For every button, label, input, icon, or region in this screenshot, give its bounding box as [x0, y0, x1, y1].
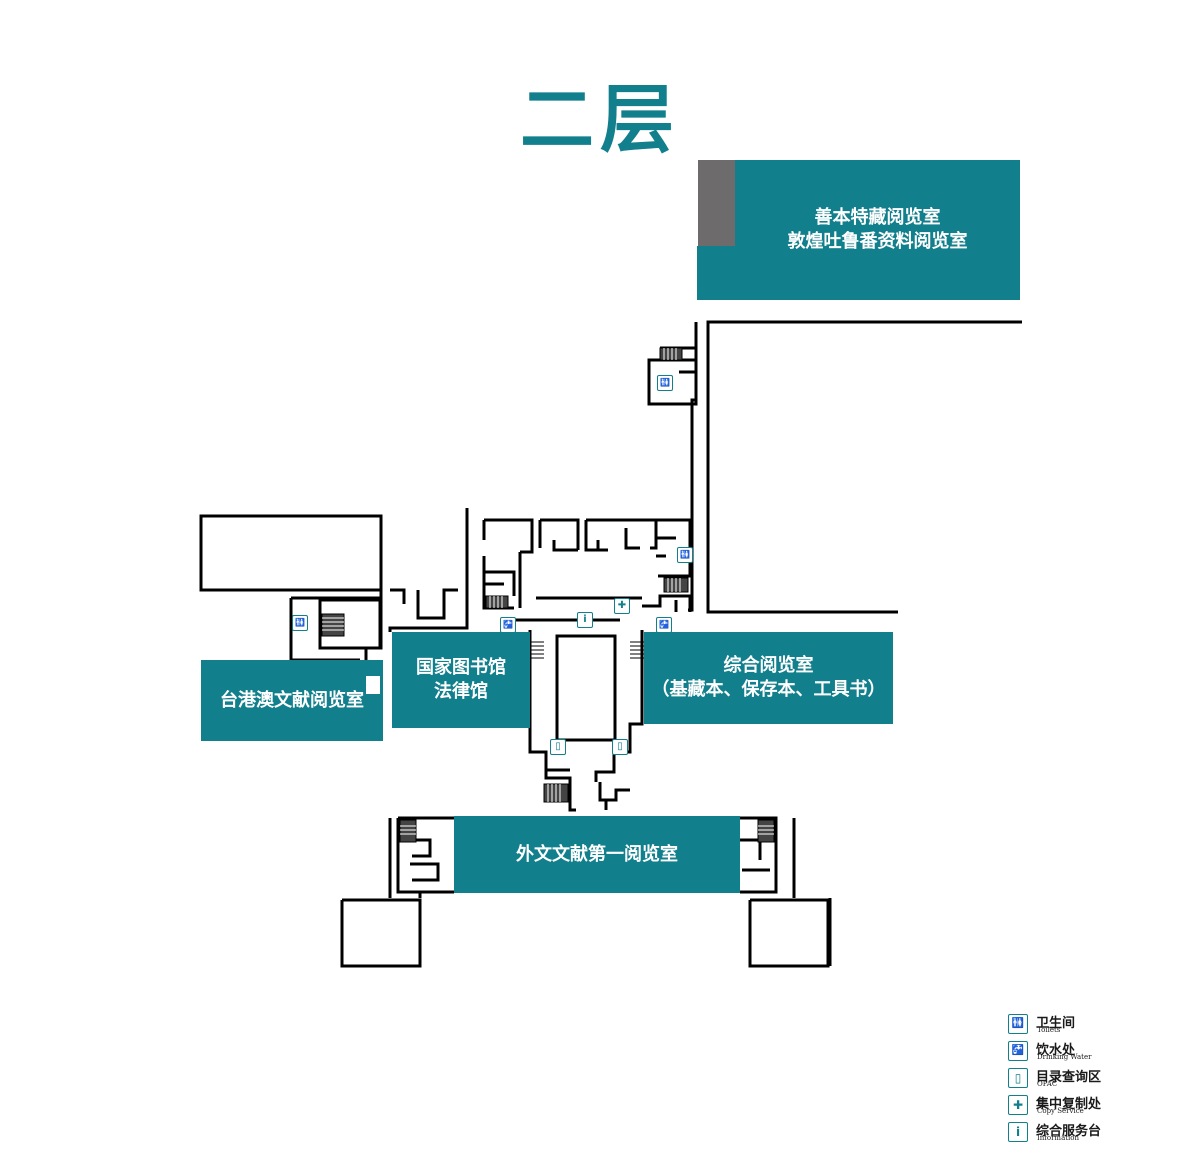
- opac-icon: ▯: [550, 739, 566, 755]
- information-icon[interactable]: i: [577, 612, 593, 628]
- room-law-library-line2: 法律馆: [434, 681, 488, 702]
- legend-label-zh: 饮水处: [1036, 1043, 1076, 1058]
- information-icon: i: [1008, 1122, 1028, 1142]
- legend-item-copy-service: ✚ 集中复制处 Copy Service: [1008, 1093, 1178, 1120]
- opac-icon: ▯: [1008, 1068, 1028, 1088]
- legend-label-en: Drinking Water: [1037, 1053, 1092, 1061]
- room-rare-books-line2: 敦煌吐鲁番资料阅览室: [787, 231, 968, 252]
- toilet-icon: 🚻: [292, 615, 308, 631]
- drinking-water-icon: 🚰: [656, 617, 672, 633]
- drinking-water-icon: 🚰: [500, 617, 516, 633]
- floor-title: 二层: [520, 77, 680, 163]
- room-general-reading-line1: 综合阅览室: [723, 655, 814, 676]
- room-foreign-lit[interactable]: 外文文献第一阅览室: [454, 816, 740, 893]
- copy-service-icon: ✚: [1008, 1095, 1028, 1115]
- legend-item-opac: ▯ 目录查询区 OPAC: [1008, 1066, 1178, 1093]
- legend-item-toilets: 🚻 卫生间 Toilets: [1008, 1012, 1178, 1039]
- room-rare-books-line1: 善本特藏阅览室: [814, 207, 941, 228]
- legend-item-information: i 综合服务台 Information: [1008, 1120, 1178, 1147]
- legend-label-en: Information: [1037, 1134, 1080, 1142]
- toilet-icon: 🚻: [1008, 1014, 1028, 1034]
- toilet-icon: 🚻: [657, 375, 673, 391]
- legend-label-en: Toilets: [1037, 1026, 1061, 1034]
- legend-label-zh: 综合服务台: [1036, 1124, 1102, 1139]
- legend-label-zh: 卫生间: [1036, 1016, 1076, 1031]
- room-foreign-lit-label: 外文文献第一阅览室: [516, 843, 678, 865]
- drinking-water-icon: 🚰: [1008, 1041, 1028, 1061]
- room-general-reading-line2: （基藏本、保存本、工具书）: [651, 679, 886, 700]
- hk-room-notch: [366, 676, 380, 694]
- room-hk-macau-taiwan[interactable]: 台港澳文献阅览室: [201, 660, 383, 741]
- room-law-library[interactable]: 国家图书馆 法律馆: [392, 632, 530, 728]
- rare-books-grey-strip: [698, 160, 735, 246]
- room-general-reading[interactable]: 综合阅览室 （基藏本、保存本、工具书）: [644, 632, 893, 724]
- legend-label-en: Copy Service: [1037, 1107, 1084, 1115]
- rare-books-room-corner: [697, 246, 735, 300]
- copy-service-icon: ✚: [614, 598, 630, 614]
- legend-item-drinking-water: 🚰 饮水处 Drinking Water: [1008, 1039, 1178, 1066]
- room-law-library-line1: 国家图书馆: [416, 657, 506, 678]
- legend-label-en: OPAC: [1037, 1080, 1058, 1088]
- room-hk-macau-taiwan-label: 台港澳文献阅览室: [220, 689, 364, 711]
- toilet-icon: 🚻: [677, 547, 693, 563]
- legend-label-zh: 集中复制处: [1036, 1097, 1102, 1112]
- room-rare-books[interactable]: 善本特藏阅览室 敦煌吐鲁番资料阅览室: [735, 160, 1020, 300]
- map-legend: 🚻 卫生间 Toilets 🚰 饮水处 Drinking Water ▯ 目录查…: [1008, 1012, 1178, 1147]
- opac-icon: ▯: [612, 739, 628, 755]
- legend-label-zh: 目录查询区: [1036, 1070, 1102, 1085]
